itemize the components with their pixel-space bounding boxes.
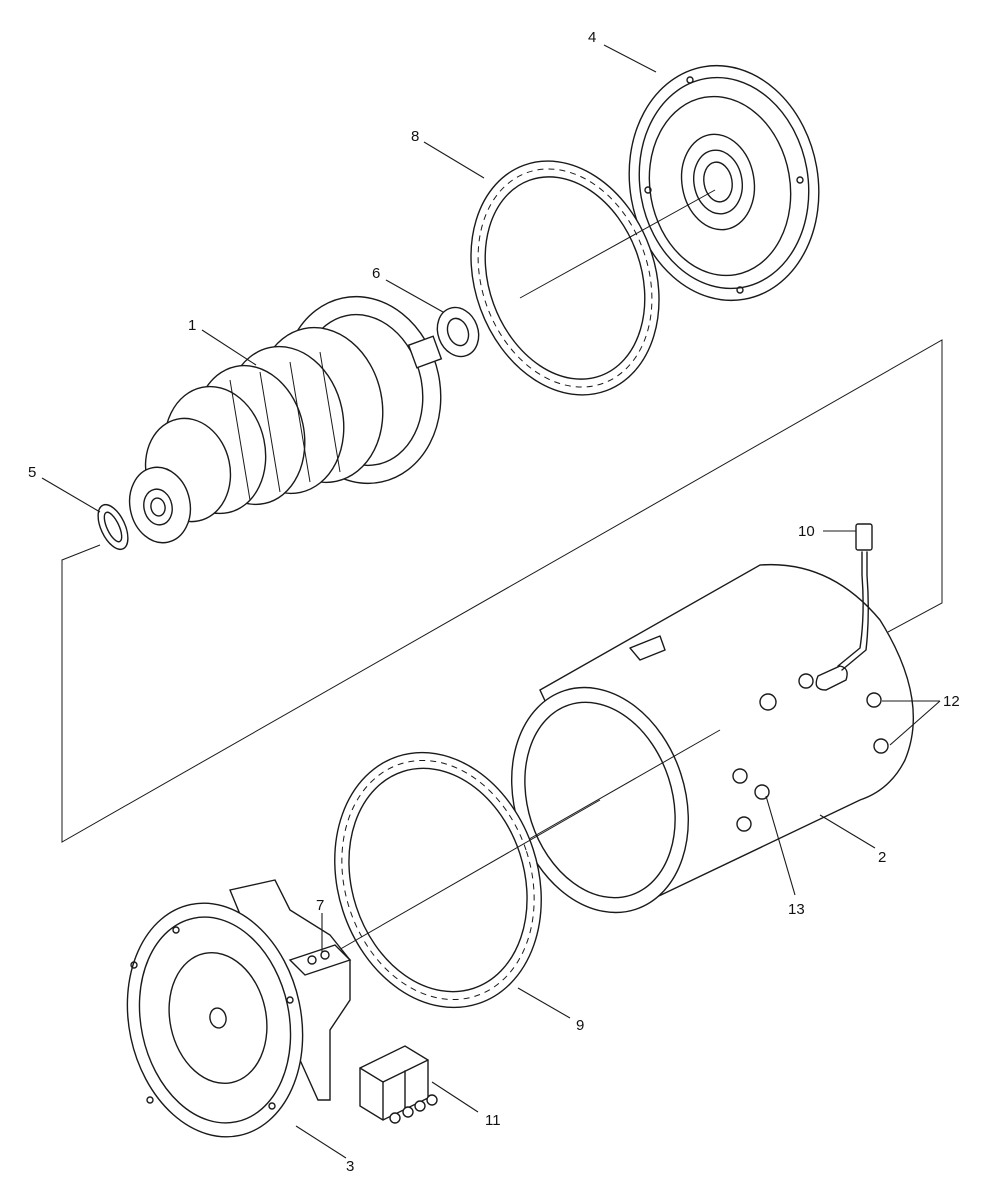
callout-12: 12 [943, 693, 960, 710]
part-2-motor-housing [509, 563, 914, 914]
leader-lines [41, 44, 941, 1159]
callout-9: 9 [576, 1017, 584, 1034]
callout-6: 6 [372, 265, 380, 282]
part-9-cage-ring [329, 751, 601, 1009]
part-6-washer [436, 306, 480, 358]
part-1-rotor-assembly [128, 295, 443, 544]
part-7-brush-holder [288, 944, 352, 976]
callout-1: 1 [188, 317, 196, 334]
assembly-bracket-line [61, 339, 943, 843]
callout-2: 2 [878, 849, 886, 866]
callout-3: 3 [346, 1158, 354, 1175]
part-3-end-plate [126, 879, 351, 1138]
callout-labels: 1 2 3 4 5 6 7 8 9 10 11 12 13 [28, 29, 960, 1175]
callout-4: 4 [588, 29, 596, 46]
part-5-o-ring [97, 503, 129, 551]
callout-8: 8 [411, 128, 419, 145]
part-10-sensor-plug [837, 523, 873, 671]
callout-10: 10 [798, 523, 815, 540]
callout-5: 5 [28, 464, 36, 481]
part-4-end-flange [628, 64, 820, 302]
callout-7: 7 [316, 897, 324, 914]
part-11-terminal-block [359, 1045, 438, 1124]
callout-13: 13 [788, 901, 805, 918]
part-8-cage-ring [470, 160, 716, 396]
callout-11: 11 [485, 1112, 501, 1129]
